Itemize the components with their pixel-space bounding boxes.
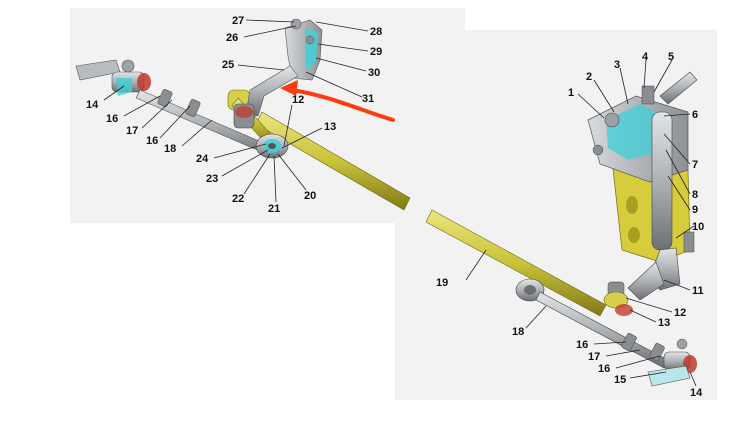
callout-7: 7 — [692, 159, 698, 171]
callout-31: 31 — [362, 93, 374, 105]
callout-11: 11 — [692, 285, 704, 297]
callout-21: 21 — [268, 203, 280, 215]
idler-arm-bracket — [233, 18, 323, 129]
callout-17-left: 17 — [126, 125, 138, 137]
callout-12-top: 12 — [292, 94, 304, 106]
callout-8: 8 — [692, 189, 698, 201]
callout-30: 30 — [368, 67, 380, 79]
callout-4: 4 — [642, 51, 649, 63]
callout-25: 25 — [222, 59, 234, 71]
callout-5: 5 — [668, 51, 674, 63]
right-center-joint — [603, 281, 633, 316]
callout-3: 3 — [614, 59, 620, 71]
callout-2: 2 — [586, 71, 592, 83]
callout-22: 22 — [232, 193, 244, 205]
leader-lines — [103, 19, 697, 387]
callout-26: 26 — [226, 32, 238, 44]
callout-1: 1 — [568, 87, 574, 99]
callout-12-right: 12 — [674, 307, 686, 319]
right-tie-rod — [515, 278, 697, 387]
callout-20: 20 — [304, 190, 316, 202]
callout-18-right: 18 — [512, 326, 524, 338]
callout-9: 9 — [692, 204, 698, 216]
callout-17-right: 17 — [588, 351, 600, 363]
callout-16-right-a: 16 — [576, 339, 588, 351]
callout-13-top: 13 — [324, 121, 336, 133]
callout-24: 24 — [196, 153, 209, 165]
left-tie-rod — [75, 59, 281, 159]
callout-labels: 27 26 28 29 30 31 25 12 13 24 23 22 21 2… — [86, 15, 704, 399]
callout-18-left: 18 — [164, 143, 176, 155]
callout-13-right: 13 — [658, 317, 670, 329]
callout-16-left-b: 16 — [146, 135, 158, 147]
callout-28: 28 — [370, 26, 382, 38]
callout-6: 6 — [692, 109, 698, 121]
callout-19: 19 — [436, 277, 448, 289]
callout-14-left: 14 — [86, 99, 99, 111]
arrow-left-icon — [280, 80, 395, 122]
callout-29: 29 — [370, 46, 382, 58]
steering-gear-box — [587, 71, 698, 301]
callout-16-left-a: 16 — [106, 113, 118, 125]
callout-23: 23 — [206, 173, 218, 185]
callout-16-right-b: 16 — [598, 363, 610, 375]
callout-27: 27 — [232, 15, 244, 27]
callout-15: 15 — [614, 374, 626, 386]
callout-14-right: 14 — [690, 387, 703, 399]
callout-10: 10 — [692, 221, 704, 233]
